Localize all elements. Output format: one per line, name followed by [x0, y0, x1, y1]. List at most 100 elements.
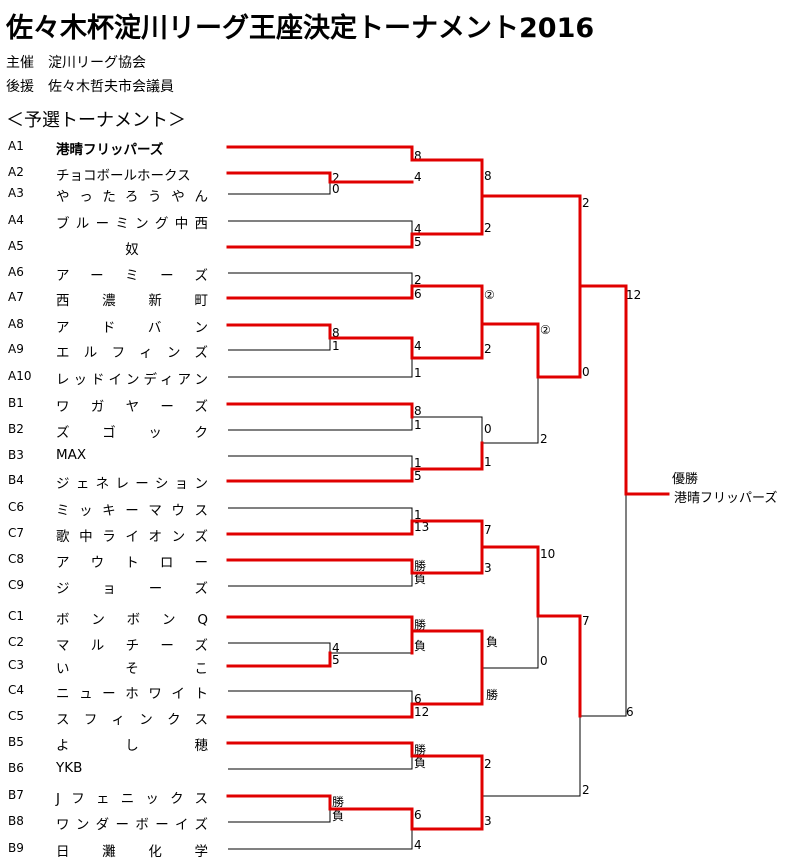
score-label: 2	[484, 221, 492, 235]
winner-path-line	[226, 741, 414, 758]
score-label: 2	[332, 171, 340, 185]
winner-path-line	[480, 545, 582, 618]
team-name: アーミーズ	[56, 268, 208, 284]
score-label: 2	[484, 757, 492, 771]
team-seed: B7	[8, 788, 24, 802]
score-label: 10	[540, 547, 556, 561]
score-label: 4	[414, 339, 422, 353]
score-label: 1	[414, 418, 422, 432]
team-name: チョコボールホークス	[56, 168, 191, 184]
team-seed: C9	[8, 578, 25, 592]
team-name: 奴	[125, 242, 139, 258]
team-seed: A9	[8, 342, 24, 356]
score-label: 3	[484, 561, 492, 575]
team-seed: A6	[8, 265, 24, 279]
team-name: ジョーズ	[56, 581, 208, 597]
winner-path-line	[410, 194, 484, 236]
score-label: 3	[484, 814, 492, 828]
team-name: アウトロー	[56, 555, 208, 571]
score-label: 1	[414, 508, 422, 522]
score-label: 7	[484, 523, 492, 537]
team-seed: B1	[8, 396, 24, 410]
team-name: ボンボンQ	[56, 612, 208, 628]
bracket-line	[228, 809, 331, 823]
team-seed: B8	[8, 814, 24, 828]
score-label: 12	[414, 705, 430, 719]
score-label: 1	[484, 455, 492, 469]
team-name: マルチーズ	[56, 638, 208, 654]
score-label: 5	[414, 235, 422, 249]
score-label: ②	[484, 288, 495, 302]
team-seed: B3	[8, 448, 24, 462]
bracket-line	[228, 417, 413, 431]
score-label: 8	[332, 326, 340, 340]
team-name: 西濃新町	[56, 293, 208, 309]
bracket-line	[228, 455, 413, 469]
winner-path-line	[226, 702, 414, 719]
bracket-line	[580, 494, 627, 717]
winner-path-line	[410, 284, 484, 326]
winner-path-line	[226, 232, 414, 249]
team-name: いそこ	[56, 661, 208, 677]
team-name: アドバン	[56, 320, 208, 336]
score-label: 2	[540, 432, 548, 446]
team-seed: C6	[8, 500, 25, 514]
bracket-line	[482, 377, 539, 444]
score-label: 負	[332, 809, 345, 823]
team-name: ニューホワイト	[56, 686, 208, 702]
page-title: 佐々木杯淀川リーグ王座決定トーナメント2016	[6, 13, 595, 44]
score-label: 8	[414, 404, 422, 418]
team-seed: C1	[8, 609, 25, 623]
team-seed: A10	[8, 369, 32, 383]
winner-path-line	[410, 322, 484, 360]
score-label: 4	[414, 170, 422, 184]
organizer-text: 主催 淀川リーグ協会	[6, 55, 146, 71]
winner-path-line	[410, 794, 484, 831]
winner-path-line	[410, 666, 484, 706]
team-name: レッドインディアン	[56, 372, 208, 388]
winner-path-line	[410, 519, 484, 549]
team-seed: A3	[8, 186, 24, 200]
team-seed: A7	[8, 290, 24, 304]
team-seed: C8	[8, 552, 25, 566]
bracket-line	[482, 616, 539, 669]
team-seed: B5	[8, 735, 24, 749]
winner-path-line	[410, 441, 484, 471]
score-label: 4	[332, 641, 340, 655]
section-heading: ＜予選トーナメント＞	[6, 110, 186, 131]
winner-path-line	[578, 284, 628, 496]
score-label: 2	[582, 783, 590, 797]
winner-path-line	[226, 467, 414, 483]
score-label: 7	[582, 614, 590, 628]
bracket-line	[412, 416, 483, 443]
score-label: 6	[626, 705, 634, 719]
winner-path-line	[226, 284, 414, 300]
team-name: ブルーミング中西	[56, 216, 208, 232]
winner-path-line	[480, 284, 582, 379]
winner-path-line	[226, 171, 414, 184]
score-label: 12	[626, 288, 642, 302]
winner-path-line	[226, 323, 414, 360]
bracket-line	[228, 220, 413, 234]
winner-path-line	[226, 519, 414, 536]
team-seed: C3	[8, 658, 25, 672]
winner-path-line	[226, 558, 414, 575]
team-seed: B2	[8, 422, 24, 436]
winner-path-line	[410, 629, 484, 670]
winner-path-line	[410, 754, 484, 798]
team-seed: B9	[8, 841, 24, 855]
team-seed: A5	[8, 239, 24, 253]
team-seed: B4	[8, 473, 24, 487]
score-label: ②	[540, 323, 551, 337]
score-label: 0	[484, 422, 492, 436]
winner-path-line	[226, 145, 414, 162]
score-label: 8	[484, 169, 492, 183]
bracket-line	[228, 573, 413, 587]
team-name: 港晴フリッパーズ	[56, 142, 164, 158]
bracket-line	[228, 507, 413, 521]
score-label: 6	[414, 808, 422, 822]
score-label: 1	[414, 366, 422, 380]
team-seed: C2	[8, 635, 25, 649]
bracket-line	[228, 756, 413, 770]
